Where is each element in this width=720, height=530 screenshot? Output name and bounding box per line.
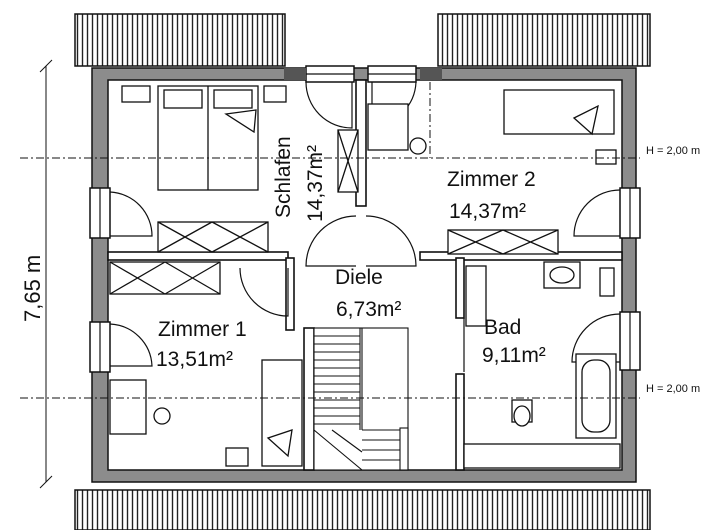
bedroom-furniture — [121, 85, 359, 253]
zimmer1-name: Zimmer 1 — [158, 318, 247, 341]
bed-room2 — [503, 89, 615, 135]
box-room1 — [225, 447, 249, 467]
wardrobe-room1 — [109, 261, 221, 295]
wall-openings — [89, 65, 641, 373]
bad-area: 9,11m² — [482, 344, 546, 367]
wall-texture — [284, 68, 442, 80]
schlafen-area: 14,37m² — [304, 145, 327, 222]
wardrobe-room2 — [447, 229, 559, 255]
zimmer2-name: Zimmer 2 — [447, 168, 536, 191]
roof-eaves — [74, 13, 651, 530]
nightstand-right — [263, 85, 287, 103]
zimmer2-area: 14,37m² — [449, 200, 526, 223]
wardrobe-bedroom — [157, 221, 269, 253]
depth-dimension: 7,65 m — [20, 255, 45, 322]
room2-furniture — [367, 89, 617, 255]
bath-shelf — [465, 265, 487, 327]
chair-room2 — [409, 137, 427, 155]
shelf-room2 — [595, 149, 617, 165]
roof-top-right — [437, 13, 651, 67]
diele-name: Diele — [335, 266, 383, 289]
bathroom-fixtures — [463, 261, 621, 469]
bad-name: Bad — [484, 316, 521, 339]
headroom-lines — [20, 82, 640, 399]
chair-room1 — [153, 407, 171, 425]
bath-counter — [463, 443, 621, 469]
schlafen-name: Schlafen — [272, 136, 295, 218]
desk-room1 — [109, 379, 147, 435]
headroom-upper-label: H = 2,00 m — [646, 145, 700, 157]
window-sashes — [99, 73, 631, 372]
staircase — [313, 327, 409, 471]
washbasin-small — [599, 267, 615, 297]
dimension-line — [39, 59, 53, 489]
desk-room2 — [367, 103, 409, 151]
room1-furniture — [109, 261, 303, 467]
roof-bottom — [74, 489, 651, 530]
nightstand-left — [121, 85, 151, 103]
diele-area: 6,73m² — [336, 298, 401, 321]
roof-top-left — [74, 13, 286, 67]
headroom-lower-label: H = 2,00 m — [646, 383, 700, 395]
zimmer1-area: 13,51m² — [156, 348, 233, 371]
